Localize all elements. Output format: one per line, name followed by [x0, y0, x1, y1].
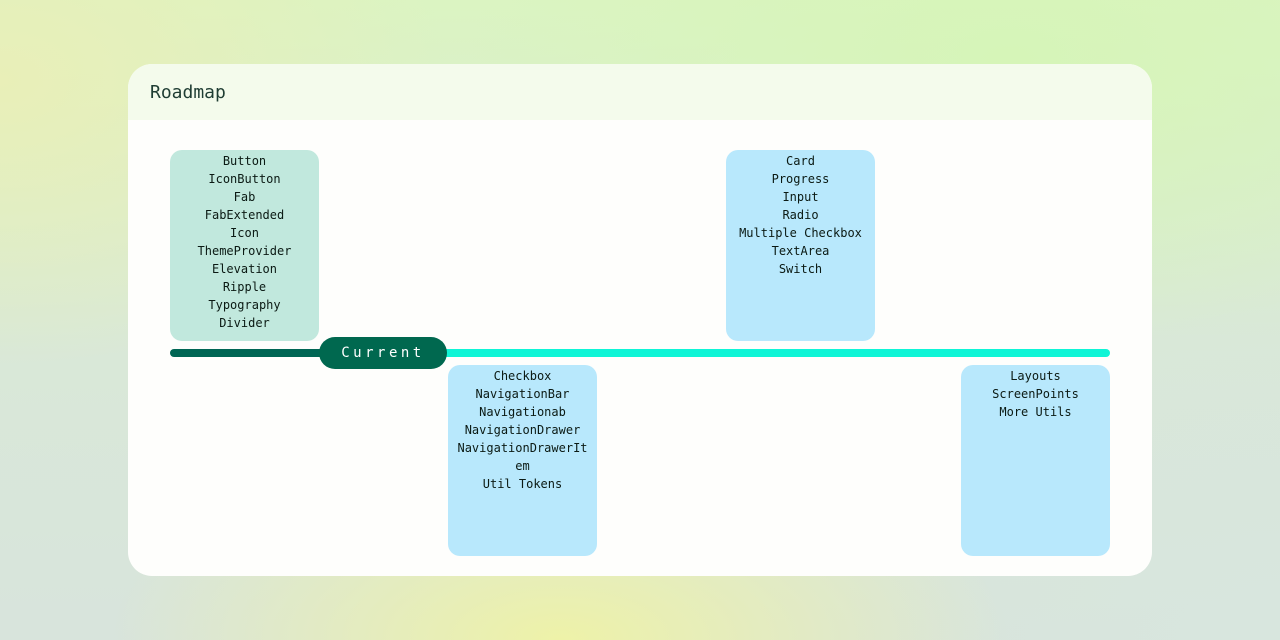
- milestone-item: Layouts: [1010, 369, 1061, 383]
- milestone-item: NavigationDrawerItem: [457, 441, 588, 473]
- timeline-progress-done: [170, 349, 340, 357]
- milestone-item: IconButton: [208, 172, 281, 186]
- milestone-item: Button: [222, 154, 267, 168]
- card-title: Roadmap: [150, 82, 226, 103]
- milestone-item: Card: [786, 154, 815, 168]
- milestone-item: ScreenPoints: [992, 387, 1079, 401]
- milestone-item: ThemeProvider: [197, 244, 292, 258]
- milestone-item: Ripple: [222, 280, 267, 294]
- milestone-item: Multiple Checkbox: [739, 226, 862, 240]
- milestone-item: Typography: [208, 298, 281, 312]
- milestone-item: Progress: [771, 172, 830, 186]
- milestone-item: Util Tokens: [482, 477, 563, 491]
- current-marker: Current: [319, 337, 447, 369]
- milestone-item: FabExtended: [204, 208, 285, 222]
- milestone-item: Icon: [230, 226, 259, 240]
- milestone-item: Switch: [778, 262, 823, 276]
- milestone-item: Checkbox: [493, 369, 552, 383]
- timeline-track: [170, 349, 1110, 357]
- milestone-item: NavigationBar: [475, 387, 570, 401]
- milestone-item: TextArea: [771, 244, 830, 258]
- milestone-item: Radio: [782, 208, 819, 222]
- timeline-progress-remaining: [340, 349, 1110, 357]
- milestone-item: Input: [782, 190, 819, 204]
- milestone-item: More Utils: [999, 405, 1072, 419]
- card-header: Roadmap: [128, 64, 1152, 120]
- milestone-item: Navigationab: [479, 405, 566, 419]
- milestone-item: Divider: [219, 316, 270, 330]
- milestone-item: Fab: [233, 190, 256, 204]
- milestone-item: Elevation: [211, 262, 278, 276]
- milestone-item: NavigationDrawer: [464, 423, 581, 437]
